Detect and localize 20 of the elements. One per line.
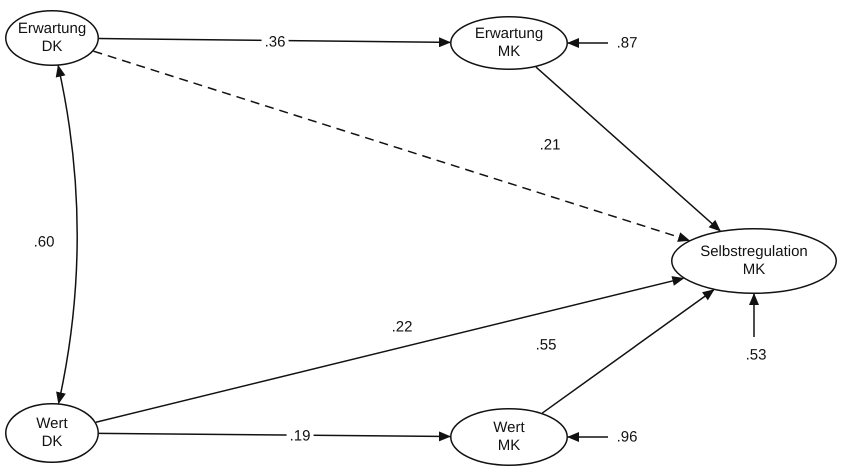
node-label: Erwartung MK <box>474 25 544 61</box>
node-label: Wert DK <box>36 415 68 451</box>
arrow <box>535 66 721 232</box>
ellipse-node <box>5 10 99 66</box>
arrow <box>567 432 608 442</box>
ellipse-node <box>5 403 99 463</box>
ellipse-node <box>450 16 568 70</box>
node-label: Selbstregulation MK <box>700 243 808 279</box>
arrow <box>98 37 452 48</box>
arrow <box>749 293 759 337</box>
arrow <box>98 431 451 442</box>
double-headed-arrow <box>56 64 78 404</box>
dashed-arrow <box>93 50 690 242</box>
arrow <box>96 276 684 423</box>
arrow <box>567 38 608 48</box>
ellipse-node <box>450 408 568 466</box>
ellipse-node <box>671 228 837 294</box>
node-label: Wert MK <box>493 419 525 455</box>
arrow <box>542 289 715 414</box>
node-label: Erwartung DK <box>18 20 86 56</box>
